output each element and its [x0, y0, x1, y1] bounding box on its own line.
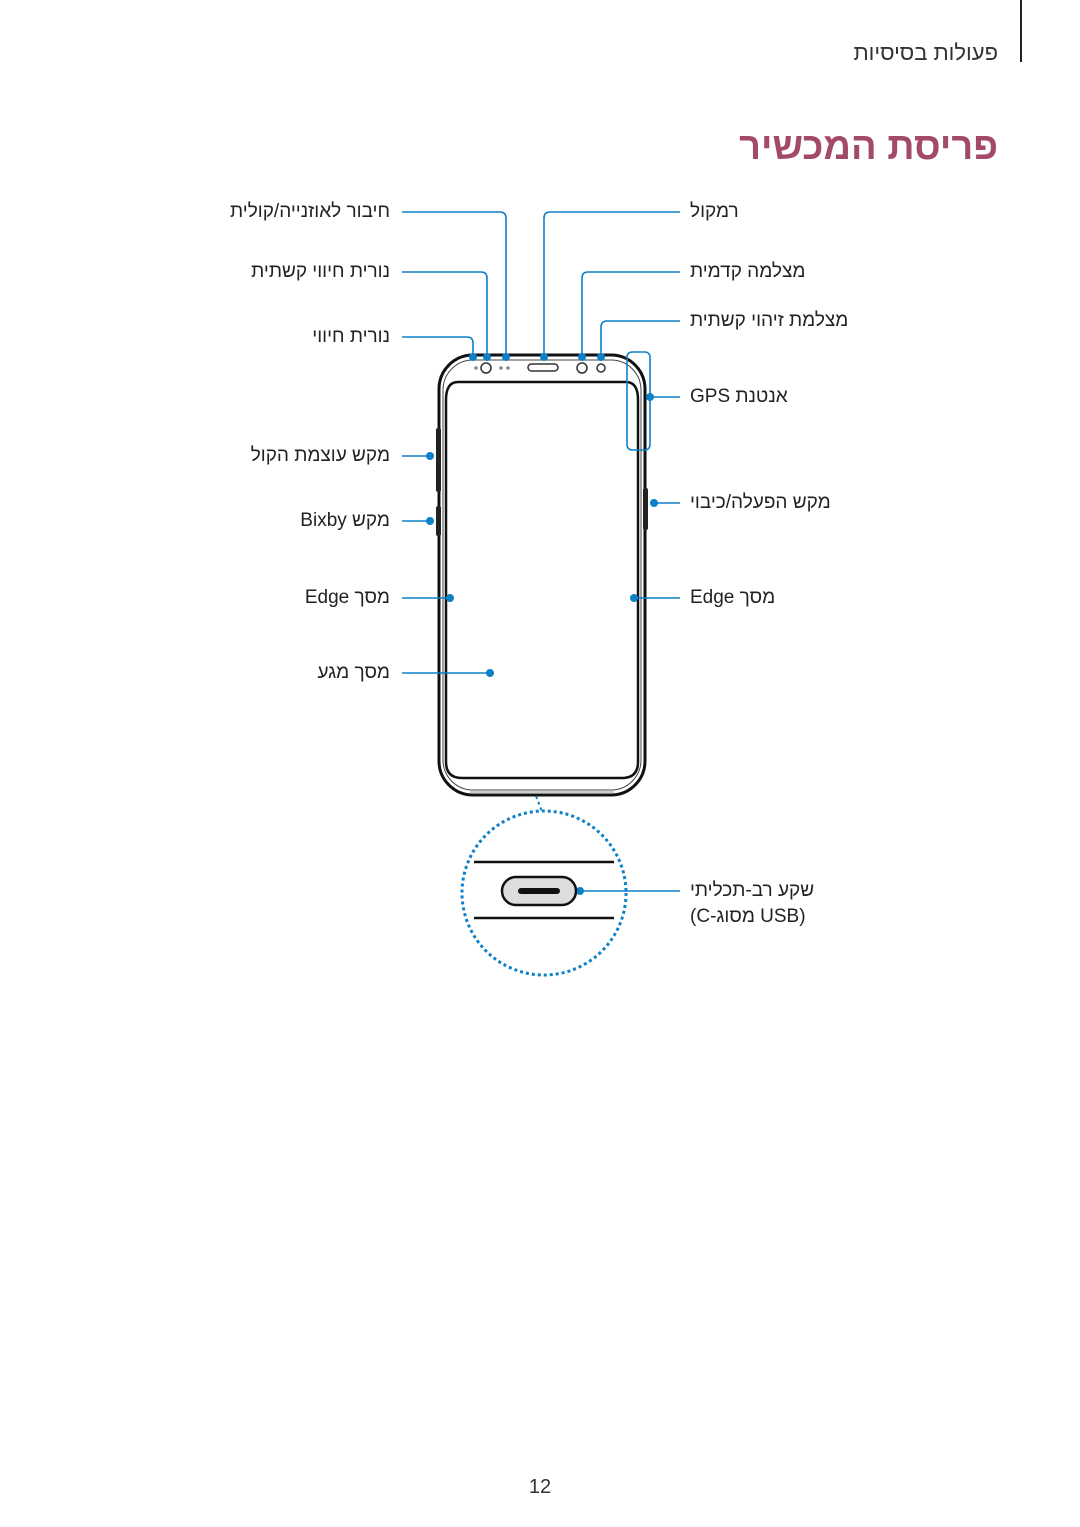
label-gps-antenna: אנטנת GPS	[690, 386, 788, 407]
header-rule	[1020, 0, 1022, 62]
page-heading: פריסת המכשיר	[739, 126, 998, 168]
label-iris-camera: מצלמת זיהוי קשתית	[690, 310, 849, 331]
label-power-key: מקש הפעלה/כיבוי	[690, 492, 831, 513]
label-speaker: רמקול	[690, 201, 739, 222]
usb-port-zoom	[460, 795, 628, 977]
label-usb-port: שקע רב-תכליתי	[690, 880, 815, 901]
label-front-camera: מצלמה קדמית	[690, 261, 806, 282]
label-bixby-key: מקש Bixby	[300, 510, 390, 531]
label-edge-screen-left: מסך Edge	[304, 587, 390, 608]
label-volume-key: מקש עוצמת הקול	[250, 445, 390, 466]
label-touchscreen: מסך מגע	[317, 662, 390, 683]
page-number: 12	[528, 1476, 552, 1498]
callout-dots	[426, 353, 658, 895]
label-edge-screen-right: מסך Edge	[690, 587, 776, 608]
label-earphone-jack: חיבור לאוזנייה/קולית	[230, 201, 390, 222]
label-led-indicator: נורית חיווי	[312, 326, 390, 347]
section-title: פעולות בסיסיות	[853, 40, 998, 65]
phone-illustration	[436, 353, 648, 797]
label-proximity-sensor: נורית חיווי קשתית	[251, 261, 390, 282]
label-usb-port-type: (USB מסוג-C)	[690, 906, 806, 927]
